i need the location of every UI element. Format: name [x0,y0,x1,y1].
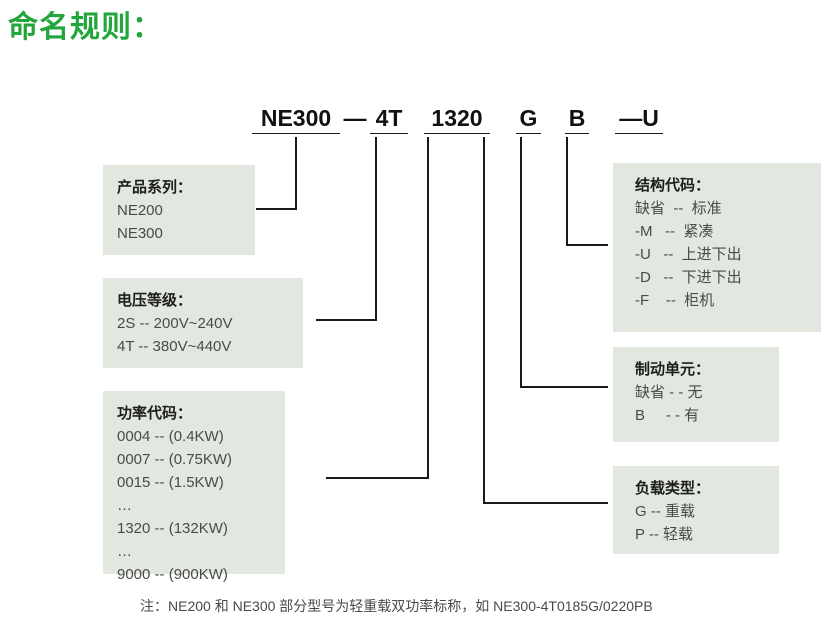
box-power-code-line-7: 9000 -- (900KW) [117,566,228,583]
box-power-code-line-1: 0004 -- (0.4KW) [117,428,224,445]
box-power-code: 功率代码： 0004 -- (0.4KW) 0007 -- (0.75KW) 0… [103,391,285,583]
connector-load [483,137,608,504]
box-product-series: 产品系列： NE200 NE300 [103,165,255,255]
box-brake-unit-line-2: B - - 有 [635,407,700,424]
model-segment-load: G [516,104,541,134]
box-power-code-line-3: 0015 -- (1.5KW) [117,474,224,491]
box-power-code-line-5: 1320 -- (132KW) [117,520,228,537]
box-structure-code-line-3: -U -- 上进下出 [635,246,742,263]
box-voltage-level-line-1: 2S -- 200V~240V [117,315,233,332]
model-segment-series: NE300 [252,104,340,134]
box-structure-code-title: 结构代码： [635,177,711,194]
connector-series [256,137,297,210]
box-power-code-title: 功率代码： [117,405,193,422]
box-voltage-level: 电压等级： 2S -- 200V~240V 4T -- 380V~440V [103,278,303,368]
box-voltage-level-title: 电压等级： [117,292,193,309]
box-power-code-line-4: … [117,497,132,514]
box-brake-unit-title: 制动单元： [635,361,711,378]
connector-power [326,137,429,479]
box-load-type-line-2: P -- 轻载 [635,526,694,543]
box-product-series-line-2: NE300 [117,225,163,242]
connector-voltage [316,137,377,321]
box-structure-code-line-2: -M -- 紧凑 [635,223,714,240]
connector-structure [566,137,608,246]
page-title: 命名规则： [8,11,163,44]
box-brake-unit-line-1: 缺省 - - 无 [635,384,703,401]
box-structure-code: 结构代码： 缺省 -- 标准 -M -- 紧凑 -U -- 上进下出 -D --… [613,163,821,332]
box-structure-code-line-5: -F -- 柜机 [635,292,715,309]
box-product-series-line-1: NE200 [117,202,163,219]
box-structure-code-line-1: 缺省 -- 标准 [635,200,722,217]
model-segment-power: 1320 [424,104,490,134]
box-brake-unit: 制动单元： 缺省 - - 无 B - - 有 [613,347,779,442]
box-load-type-line-1: G -- 重载 [635,503,695,520]
box-product-series-title: 产品系列： [117,179,193,196]
connector-brake [520,137,608,388]
model-segment-brake: B [565,104,589,134]
box-power-code-line-2: 0007 -- (0.75KW) [117,451,233,468]
model-segment-voltage: 4T [370,104,408,134]
model-segment-structure: —U [615,104,663,134]
box-voltage-level-line-2: 4T -- 380V~440V [117,338,232,355]
box-structure-code-line-4: -D -- 下进下出 [635,269,742,286]
box-load-type: 负载类型： G -- 重载 P -- 轻载 [613,466,779,554]
box-load-type-title: 负载类型： [635,480,711,497]
box-power-code-line-6: … [117,543,132,560]
footnote: 注：NE200 和 NE300 部分型号为轻重载双功率标称，如 NE300-4T… [140,598,653,614]
model-dash-1: — [343,105,367,131]
